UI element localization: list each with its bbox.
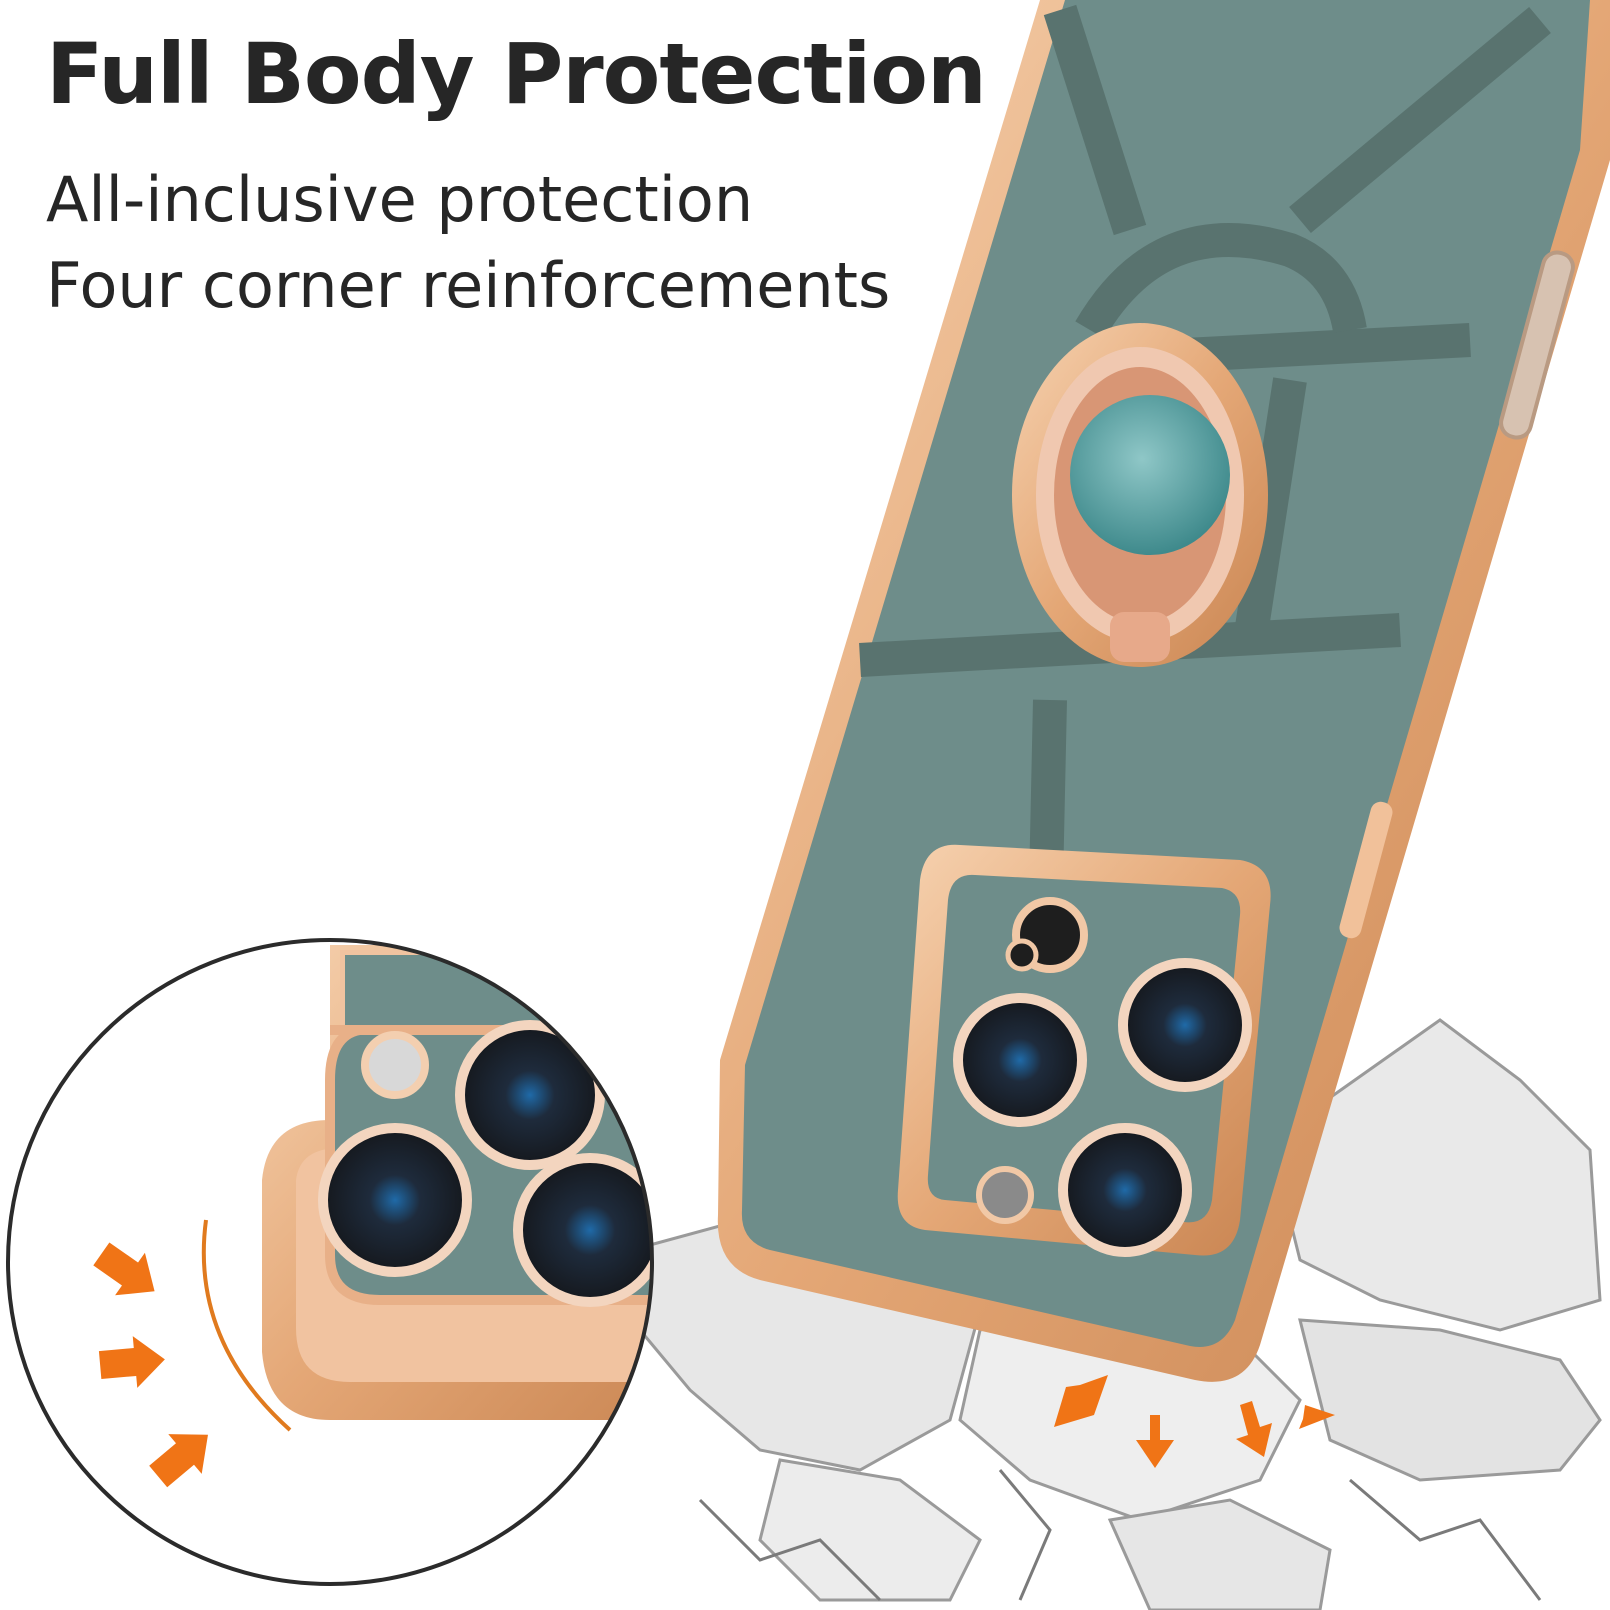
corner-zoom-detail	[6, 938, 654, 1586]
impact-arrows	[1054, 1375, 1335, 1468]
feature-four-corners: Four corner reinforcements	[46, 249, 891, 322]
headline: Full Body Protection	[46, 25, 987, 123]
feature-all-inclusive: All-inclusive protection	[46, 163, 754, 236]
rubble-debris	[638, 1018, 1602, 1610]
force-arc-icon	[201, 1219, 292, 1432]
pressure-arrows-icon	[93, 1242, 208, 1488]
ring-holder	[1012, 323, 1268, 667]
camera-module-main	[897, 844, 1271, 1257]
